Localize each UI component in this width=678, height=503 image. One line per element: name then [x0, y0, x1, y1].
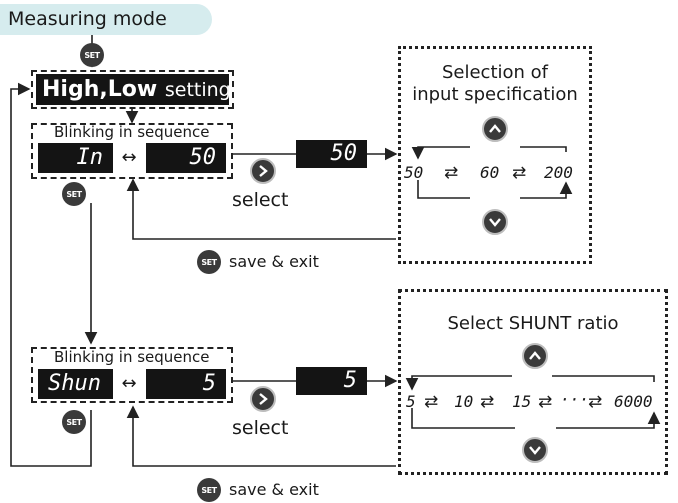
panel1-loop-top-right [520, 146, 567, 152]
blink-box-row1 [31, 123, 233, 179]
panel2-swap-4: ⇄ [588, 392, 603, 412]
panel2-loop-top-right [552, 375, 655, 382]
return-row1 [126, 178, 396, 240]
set-button-row2[interactable]: SET [62, 410, 86, 434]
lcd-selected-row2: 5 [296, 367, 367, 395]
measuring-mode-label: Measuring mode [0, 4, 212, 35]
chevron-up-icon [529, 351, 541, 360]
lcd-input-code: In [38, 143, 113, 173]
loop-back-line [10, 82, 92, 467]
panel1-option-3: 200 [544, 163, 573, 182]
set-button-save-row1[interactable]: SET [197, 250, 221, 274]
shunt-ratio-panel [398, 289, 668, 475]
panel1-title-line1: Selection of [441, 62, 549, 83]
select-label-row2: select [232, 417, 289, 439]
lcd-shunt-code: Shun [38, 369, 113, 399]
right-button-row2[interactable] [250, 386, 276, 412]
panel2-swap-3: ⇄ [538, 392, 553, 412]
chevron-up-icon [489, 124, 501, 133]
set-button-row1[interactable]: SET [62, 182, 86, 206]
panel2-loop-bottom-left [411, 408, 515, 429]
panel2-option-5: 6000 [614, 392, 653, 411]
panel1-option-2: 60 [480, 163, 500, 182]
panel1-loop-bottom-right [520, 181, 573, 199]
save-exit-label-row2: save & exit [229, 480, 319, 499]
panel1-loop-top-left [411, 146, 470, 160]
set-button-top[interactable]: SET [80, 43, 104, 67]
panel2-option-1: 5 [406, 392, 416, 411]
high-low-setting-frame [31, 70, 234, 109]
panel2-loop-bottom-right [556, 411, 661, 429]
alternate-arrow-row2: ↔ [121, 373, 137, 394]
panel2-option-3: 15 [512, 392, 532, 411]
chevron-down-icon [529, 446, 541, 455]
panel1-swap-2: ⇄ [512, 163, 527, 183]
panel2-loop-top-left [405, 375, 512, 391]
panel1-option-1: 50 [404, 163, 424, 182]
select-label-row1: select [232, 189, 289, 211]
set-button-save-row2[interactable]: SET [197, 478, 221, 502]
panel2-title: Select SHUNT ratio [447, 313, 619, 334]
panel1-title-line2: input specification [412, 84, 578, 105]
panel2-option-ellipsis: ··· [560, 390, 589, 409]
blink-caption-row1: Blinking in sequence [54, 123, 210, 141]
panel2-option-2: 10 [454, 392, 474, 411]
blink-caption-row2: Blinking in sequence [54, 348, 210, 366]
right-button-row1[interactable] [250, 158, 276, 184]
return-row2 [126, 405, 396, 467]
panel2-swap-2: ⇄ [480, 392, 495, 412]
input-spec-panel [398, 46, 592, 264]
up-button-panel2[interactable] [522, 343, 548, 369]
lcd-input-value: 50 [146, 143, 226, 173]
down-button-panel1[interactable] [482, 209, 508, 235]
panel2-swap-1: ⇄ [424, 392, 439, 412]
chevron-right-icon [259, 165, 268, 177]
high-low-setting-display: High,Low setting [36, 74, 231, 105]
alternate-arrow-row1: ↔ [121, 147, 137, 168]
high-low-text: High,Low [42, 77, 158, 102]
blink-box-row2 [31, 347, 233, 403]
panel1-swap-1: ⇄ [444, 163, 459, 183]
down-button-panel2[interactable] [522, 437, 548, 463]
chevron-right-icon [259, 393, 268, 405]
up-button-panel1[interactable] [482, 116, 508, 142]
lcd-shunt-value: 5 [146, 369, 226, 399]
lcd-selected-row1: 50 [296, 140, 367, 168]
setting-text: setting [164, 79, 231, 101]
panel1-loop-bottom-left [417, 180, 470, 199]
chevron-down-icon [489, 218, 501, 227]
save-exit-label-row1: save & exit [229, 252, 319, 271]
